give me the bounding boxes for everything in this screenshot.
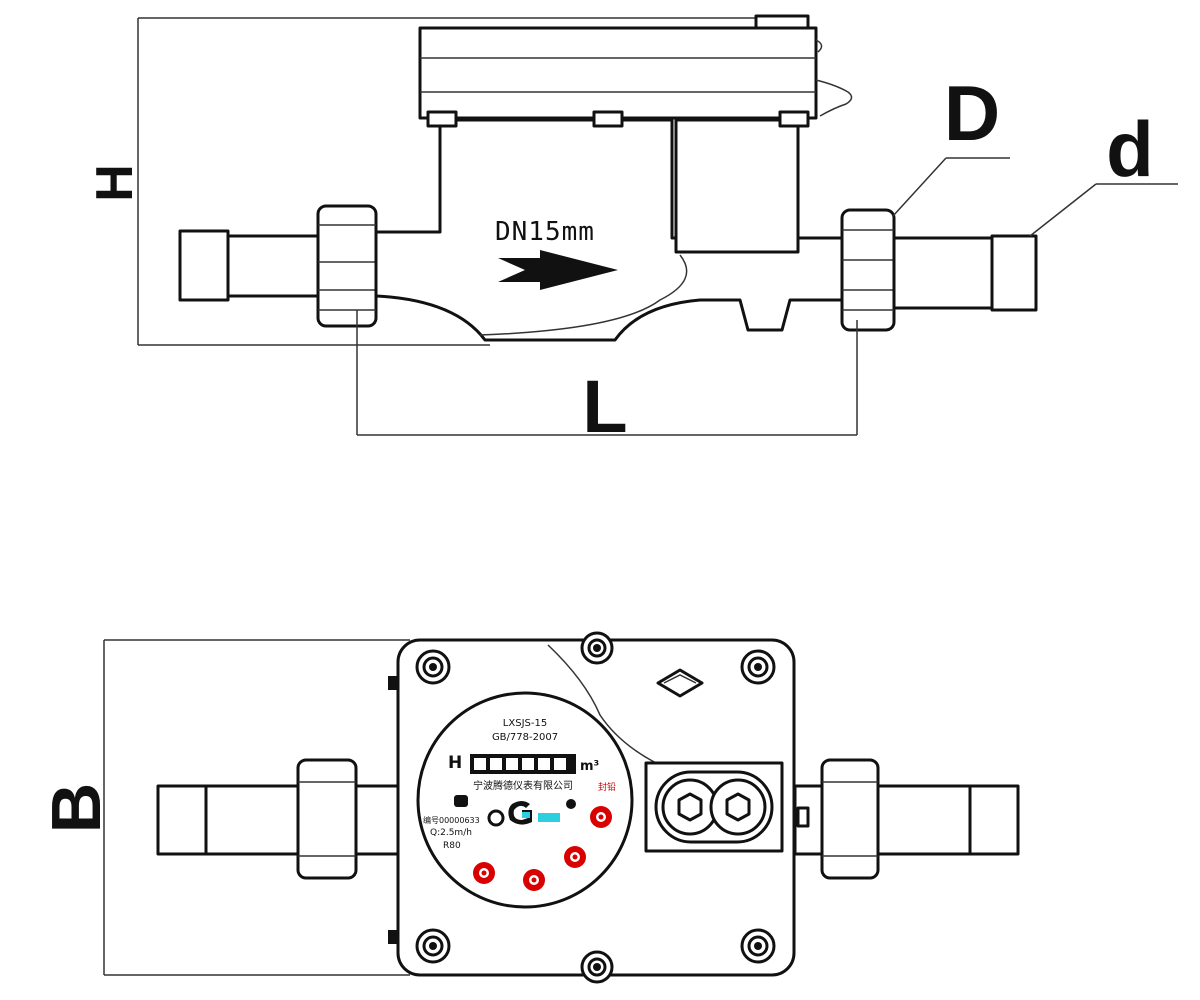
top-view: B LX [37, 631, 1020, 984]
cyan-mark [538, 813, 560, 822]
length-label: L [582, 365, 627, 448]
top-left-union-nut [296, 758, 358, 880]
side-view: DN15mm H D d L [86, 14, 1178, 448]
right-pipe-end [990, 234, 1038, 312]
d-nut-leader [892, 157, 947, 217]
flow-arrow-icon [498, 250, 618, 290]
indicator-dot [566, 799, 576, 809]
top-cover [418, 26, 818, 120]
bolt [778, 110, 810, 128]
right-union-nut [840, 208, 896, 332]
hex-screw-icon [725, 792, 751, 822]
red-pointer-dials [473, 806, 612, 891]
register-box [674, 118, 800, 254]
cover-edge-curve [547, 644, 661, 766]
diamond-marker-icon [656, 668, 704, 698]
left-pipe [226, 234, 322, 298]
top-right-union-nut [820, 758, 880, 880]
nominal-diameter-label: DN15mm [495, 217, 595, 247]
standard-label: GB/778-2007 [492, 732, 558, 743]
clip [388, 676, 398, 690]
logo-accent [522, 812, 530, 818]
model-label: LXSJS-15 [503, 718, 547, 729]
h-mark: H [448, 753, 462, 773]
serial-label: 编号00000633 [423, 815, 480, 825]
bolt [426, 110, 458, 128]
top-right-pipe-end [968, 784, 1020, 856]
lid-hinge [754, 14, 810, 30]
d-pipe-leader [1029, 183, 1097, 237]
class-label: R80 [443, 841, 461, 851]
manufacturer-label: 宁波腾德仪表有限公司 [473, 779, 573, 792]
pipe-diameter-label: d [1106, 105, 1154, 193]
hex-screw-icon [677, 792, 703, 822]
nut-diameter-label: D [944, 69, 1000, 157]
flow-label: Q:2.5m/h [430, 828, 472, 838]
top-left-pipe [204, 784, 302, 856]
seal-label: 封铅 [598, 781, 616, 793]
left-pipe-end [178, 229, 230, 302]
top-left-pipe-end [156, 784, 208, 856]
ring-icon [487, 809, 505, 827]
top-right-pipe [876, 784, 972, 856]
odometer-counter [470, 754, 576, 774]
logo-icon [508, 801, 532, 825]
sensor-icon [454, 795, 468, 807]
right-pipe [892, 236, 994, 310]
corner-screws [415, 631, 776, 984]
seal-wire [815, 39, 853, 117]
side-tab [796, 806, 810, 828]
left-union-nut [316, 204, 378, 328]
top-left-connector [354, 784, 402, 856]
unit-label: m³ [580, 759, 599, 774]
width-label: B [37, 783, 115, 834]
bolt [592, 110, 624, 128]
clip [388, 930, 398, 944]
height-label: H [86, 164, 144, 202]
